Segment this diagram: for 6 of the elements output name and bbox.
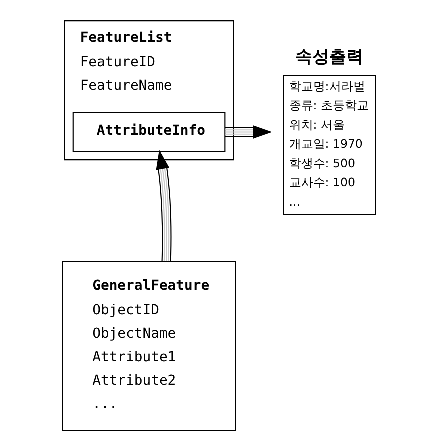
node-box: 학교명:서라벌 종류: 초등학교 위치: 서울 개교일: 1970 학생수: 500 교사수: 100 ... <box>282 75 376 216</box>
node-box: AttributeInfo <box>72 112 226 152</box>
arrow <box>156 150 172 262</box>
arrow <box>225 126 272 139</box>
node-box: GeneralFeature ObjectID ObjectName Attribute1 Attribute2 ... <box>62 261 236 432</box>
node-label: 속성출력 <box>295 48 364 68</box>
